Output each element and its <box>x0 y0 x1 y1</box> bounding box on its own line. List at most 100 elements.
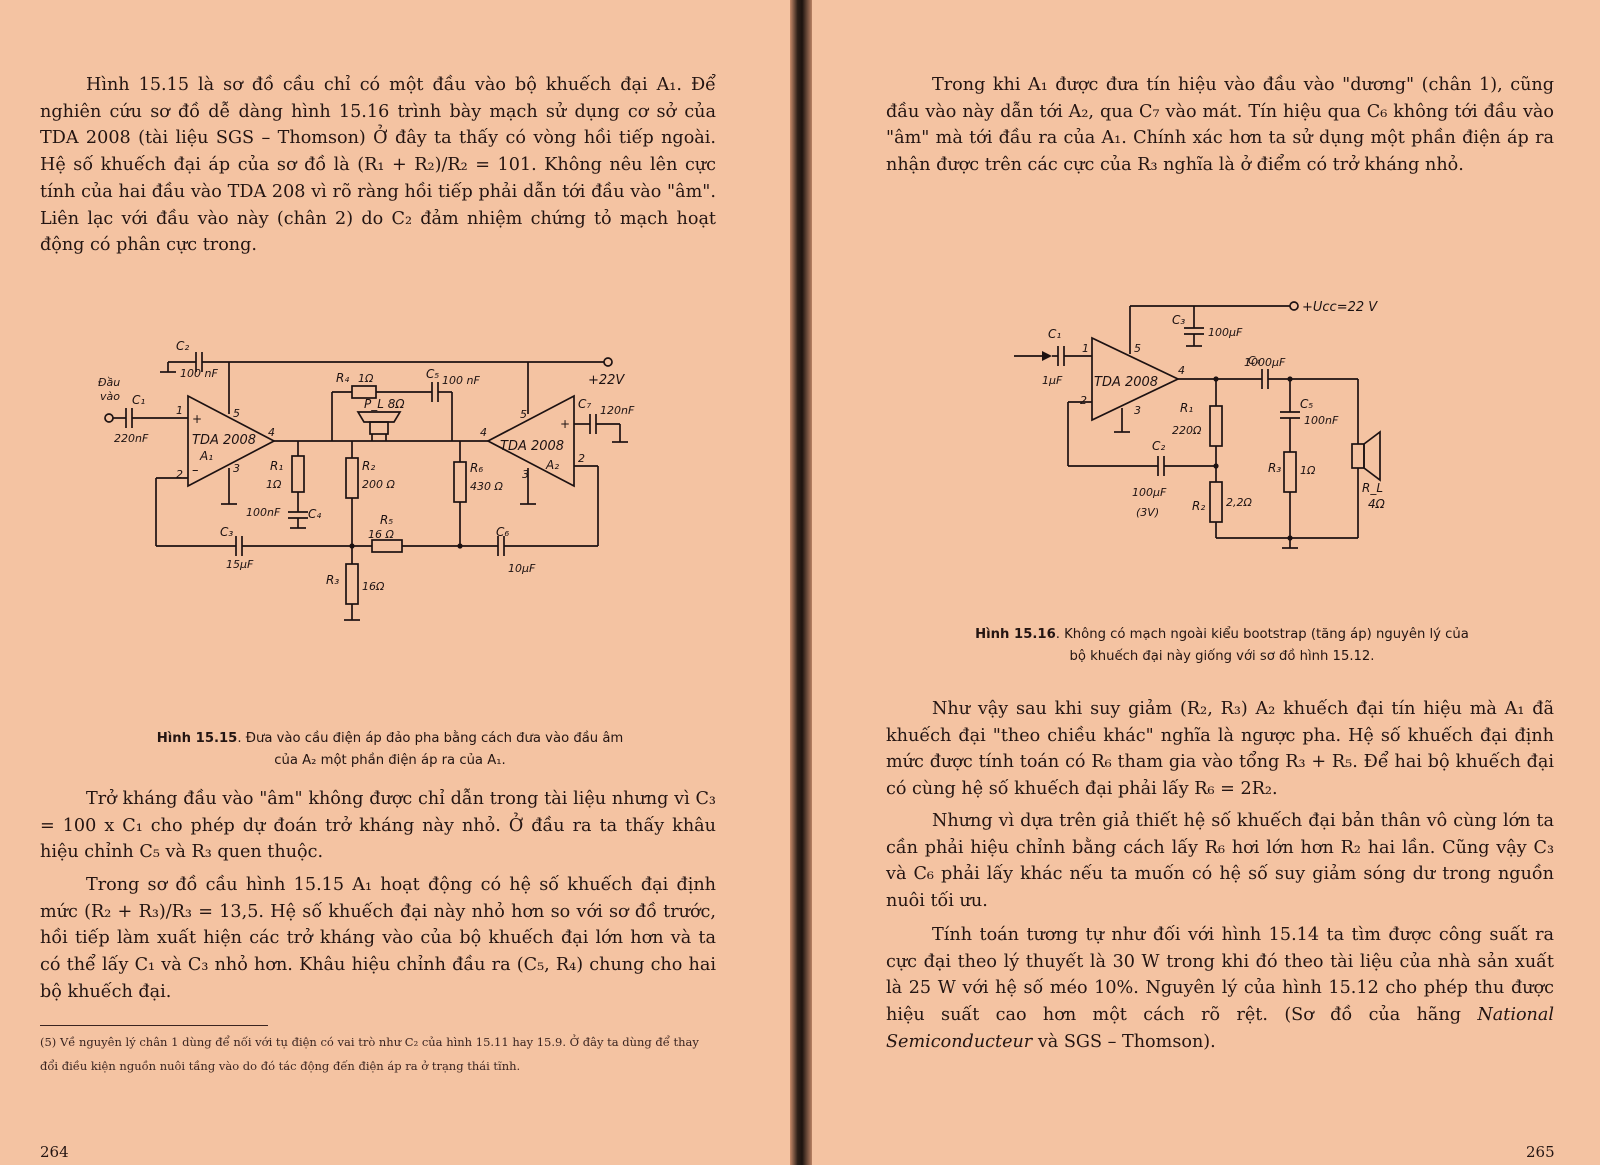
right-paragraph-2: Như vậy sau khi suy giảm (R₂, R₃) A₂ khu… <box>886 699 1554 800</box>
c4-value: 1000µF <box>1244 356 1286 369</box>
c3-value: 15µF <box>226 558 254 571</box>
c5-label: C₅ <box>426 367 439 381</box>
r2-label: R₂ <box>362 459 375 473</box>
rl-value: 4Ω <box>1368 497 1386 511</box>
r3-value: 1Ω <box>1300 464 1316 477</box>
a2-pin4: 4 <box>480 426 487 439</box>
right-page: Trong khi A₁ được đưa tín hiệu vào đầu v… <box>812 0 1600 1165</box>
r3-resistor <box>1283 451 1297 493</box>
supply-terminal <box>1289 301 1299 311</box>
r5-resistor <box>371 539 403 553</box>
a2-plus: + <box>560 417 570 431</box>
c3-label: C₃ <box>1172 313 1185 327</box>
a1-pin4: 4 <box>268 426 275 439</box>
c1-label: C₁ <box>132 393 145 407</box>
r1-label: R₁ <box>270 459 283 473</box>
a2-id: A₂ <box>545 458 559 472</box>
r6-label: R₆ <box>470 461 483 475</box>
caption-line-2: bộ khuếch đại này giống với sơ đồ hình 1… <box>1069 649 1375 664</box>
a1-name: TDA 2008 <box>192 433 256 448</box>
r4-value: 1Ω <box>358 372 374 385</box>
book-gutter <box>790 0 812 1165</box>
r3-label: R₃ <box>326 573 339 587</box>
c5-value: 100nF <box>1304 414 1339 427</box>
caption-line-1: . Đưa vào cầu điện áp đảo pha bằng cách … <box>237 731 624 746</box>
a1-plus: + <box>192 412 202 426</box>
footnote: (5) Về nguyên lý chân 1 dùng để nối với … <box>40 1035 699 1073</box>
page-number-left: 264 <box>40 1143 69 1161</box>
r2-resistor <box>1209 481 1223 523</box>
c2-value: 100 nF <box>180 367 218 380</box>
input-terminal <box>104 413 114 423</box>
c7-value: 120nF <box>600 404 635 417</box>
a1-pin5: 5 <box>233 407 240 420</box>
a2-pin3: 3 <box>522 468 529 481</box>
c2-note: (3V) <box>1136 506 1159 519</box>
supply-label: +22V <box>588 373 625 388</box>
r5-value: 16 Ω <box>368 528 394 541</box>
a2-pin2: 2 <box>578 452 585 465</box>
r3-label: R₃ <box>1268 461 1281 475</box>
speaker-icon <box>369 421 389 435</box>
speaker-icon <box>1351 443 1365 469</box>
caption-line-2: của A₂ một phần điện áp ra của A₁. <box>274 753 506 768</box>
a1-pin1: 1 <box>176 404 183 417</box>
r1-value: 1Ω <box>266 478 282 491</box>
input-arrow-icon <box>1042 351 1052 361</box>
amp-pin1: 1 <box>1082 342 1089 355</box>
r2-label: R₂ <box>1192 499 1205 513</box>
r5-label: R₅ <box>380 513 393 527</box>
r6-value: 430 Ω <box>470 480 503 493</box>
amp-pin3: 3 <box>1134 404 1141 417</box>
caption-line-1: . Không có mạch ngoài kiểu bootstrap (tă… <box>1055 627 1469 642</box>
c3-label: C₃ <box>220 525 233 539</box>
r1-value: 220Ω <box>1172 424 1202 437</box>
c2-label: C₂ <box>1152 439 1165 453</box>
right-paragraph-4-end: và SGS – Thomson). <box>1032 1031 1216 1052</box>
supply-label: +Ucc=22 V <box>1302 300 1378 315</box>
caption-label: Hình 15.15 <box>156 731 238 746</box>
a1-minus: – <box>192 463 199 478</box>
r1-resistor <box>291 455 305 493</box>
page-number-right: 265 <box>1526 1143 1555 1161</box>
rl-label: R_L <box>1362 481 1383 495</box>
amp-pin5: 5 <box>1134 342 1141 355</box>
c6-label: C₆ <box>496 525 509 539</box>
figure-15-16-caption: Hình 15.16. Không có mạch ngoài kiểu boo… <box>892 624 1552 668</box>
r4-label: R₄ <box>336 371 349 385</box>
c4-value: 100nF <box>246 506 281 519</box>
footnote-rule <box>40 1025 268 1026</box>
r3-resistor <box>345 563 359 605</box>
company-name: National Semiconducteur <box>886 1005 1554 1052</box>
left-paragraph-1: Hình 15.15 là sơ đồ cầu chỉ có một đầu v… <box>40 75 716 256</box>
left-paragraph-2: Trở kháng đầu vào "âm" không được chỉ dẫ… <box>40 789 716 863</box>
r6-resistor <box>453 461 467 503</box>
caption-label: Hình 15.16 <box>975 627 1056 642</box>
figure-15-16: +Ucc=22 V C₃ 100µF C₁ 1µF TDA 2008 1 2 <box>1014 300 1386 549</box>
r2-value: 2,2Ω <box>1226 496 1252 509</box>
r1-resistor <box>1209 405 1223 447</box>
right-paragraph-1: Trong khi A₁ được đưa tín hiệu vào đầu v… <box>886 75 1554 176</box>
speaker-label: P_L 8Ω <box>364 397 405 411</box>
c4-label: C₄ <box>1248 354 1261 367</box>
amplifier-a1 <box>187 394 276 488</box>
amp-pin2: 2 <box>1080 394 1087 407</box>
figure-15-15-caption: Hình 15.15. Đưa vào cầu điện áp đảo pha … <box>70 728 710 772</box>
c5-label: C₅ <box>1300 397 1313 411</box>
c1-value: 220nF <box>114 432 149 445</box>
c1-value: 1µF <box>1042 374 1063 387</box>
c6-value: 10µF <box>508 562 536 575</box>
r1-label: R₁ <box>1180 401 1193 415</box>
c2-label: C₂ <box>176 339 189 353</box>
c1-label: C₁ <box>1048 327 1061 341</box>
r2-value: 200 Ω <box>362 478 395 491</box>
input-label-line-2: vào <box>100 390 120 403</box>
c5-value: 100 nF <box>442 374 480 387</box>
amp-name: TDA 2008 <box>1094 375 1158 390</box>
c7-label: C₇ <box>578 397 591 411</box>
a2-pin5: 5 <box>520 408 527 421</box>
a1-id: A₁ <box>199 449 213 463</box>
c2-value: 100µF <box>1132 486 1167 499</box>
left-page: Hình 15.15 là sơ đồ cầu chỉ có một đầu v… <box>0 0 790 1165</box>
